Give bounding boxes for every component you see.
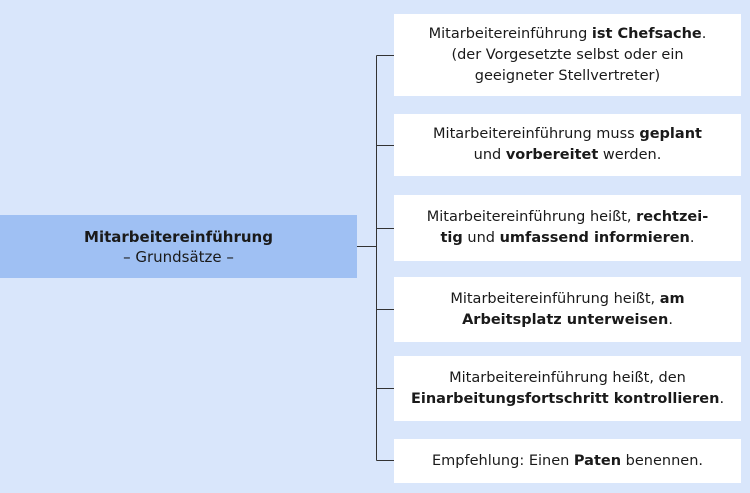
emphasis-text: tig bbox=[440, 230, 463, 246]
principle-line: und vorbereitet werden. bbox=[433, 145, 702, 166]
text-run: benennen. bbox=[621, 452, 703, 469]
text-run: und bbox=[473, 147, 506, 163]
text-run: Mitarbeitereinführung heißt, den bbox=[449, 369, 686, 386]
text-run: . bbox=[668, 311, 673, 328]
principle-line: tig und umfassend informieren. bbox=[427, 228, 709, 249]
emphasis-text: ist Chefsache bbox=[591, 25, 702, 42]
principle-line: Empfehlung: Einen Paten benennen. bbox=[432, 451, 703, 472]
text-run: Mitarbeitereinführung bbox=[428, 25, 592, 42]
emphasis-text: vorbereitet bbox=[505, 147, 599, 163]
root-node: Mitarbeitereinführung – Grundsätze – bbox=[0, 215, 357, 278]
text-run: (der Vorgesetzte selbst oder ein bbox=[451, 46, 684, 63]
principle-line: Arbeitsplatz unterweisen. bbox=[450, 310, 684, 331]
principle-line: Mitarbeitereinführung ist Chefsache. bbox=[429, 24, 707, 45]
principle-line: Mitarbeitereinführung heißt, den bbox=[411, 368, 724, 389]
text-run: und bbox=[462, 230, 500, 246]
text-run: Mitarbeitereinführung muss bbox=[433, 126, 640, 142]
root-subtitle: – Grundsätze – bbox=[123, 247, 234, 266]
emphasis-text: geplant bbox=[639, 126, 702, 142]
principle-box-6: Empfehlung: Einen Paten benennen. bbox=[394, 439, 741, 483]
principle-box-3: Mitarbeitereinführung heißt, rechtzei-ti… bbox=[394, 195, 741, 261]
emphasis-text: umfassend informieren bbox=[499, 230, 690, 246]
text-run: . bbox=[719, 390, 725, 407]
text-run: geeigneter Stellvertreter) bbox=[474, 67, 661, 84]
emphasis-text: am bbox=[659, 290, 685, 307]
text-run: . bbox=[689, 230, 695, 246]
principle-line: Mitarbeitereinführung heißt, rechtzei- bbox=[427, 207, 709, 228]
text-run: Mitarbeitereinführung heißt, bbox=[450, 290, 660, 307]
principle-line: Einarbeitungsfortschritt kontrollieren. bbox=[411, 389, 724, 410]
root-title: Mitarbeitereinführung bbox=[84, 227, 273, 246]
principle-line: Mitarbeitereinführung muss geplant bbox=[433, 124, 702, 145]
principle-line: geeigneter Stellvertreter) bbox=[429, 66, 707, 87]
text-run: Empfehlung: Einen bbox=[432, 452, 574, 469]
emphasis-text: rechtzei- bbox=[636, 209, 709, 225]
text-run: werden. bbox=[598, 147, 662, 163]
text-run: Mitarbeitereinführung heißt, bbox=[426, 209, 637, 225]
principle-line: (der Vorgesetzte selbst oder ein bbox=[429, 45, 707, 66]
principle-box-1: Mitarbeitereinführung ist Chefsache.(der… bbox=[394, 14, 741, 96]
emphasis-text: Paten bbox=[573, 452, 622, 469]
emphasis-text: Arbeitsplatz unterweisen bbox=[462, 311, 669, 328]
principle-line: Mitarbeitereinführung heißt, am bbox=[450, 289, 684, 310]
emphasis-text: Einarbeitungsfortschritt kontrollieren bbox=[410, 390, 720, 407]
text-run: . bbox=[701, 25, 707, 42]
